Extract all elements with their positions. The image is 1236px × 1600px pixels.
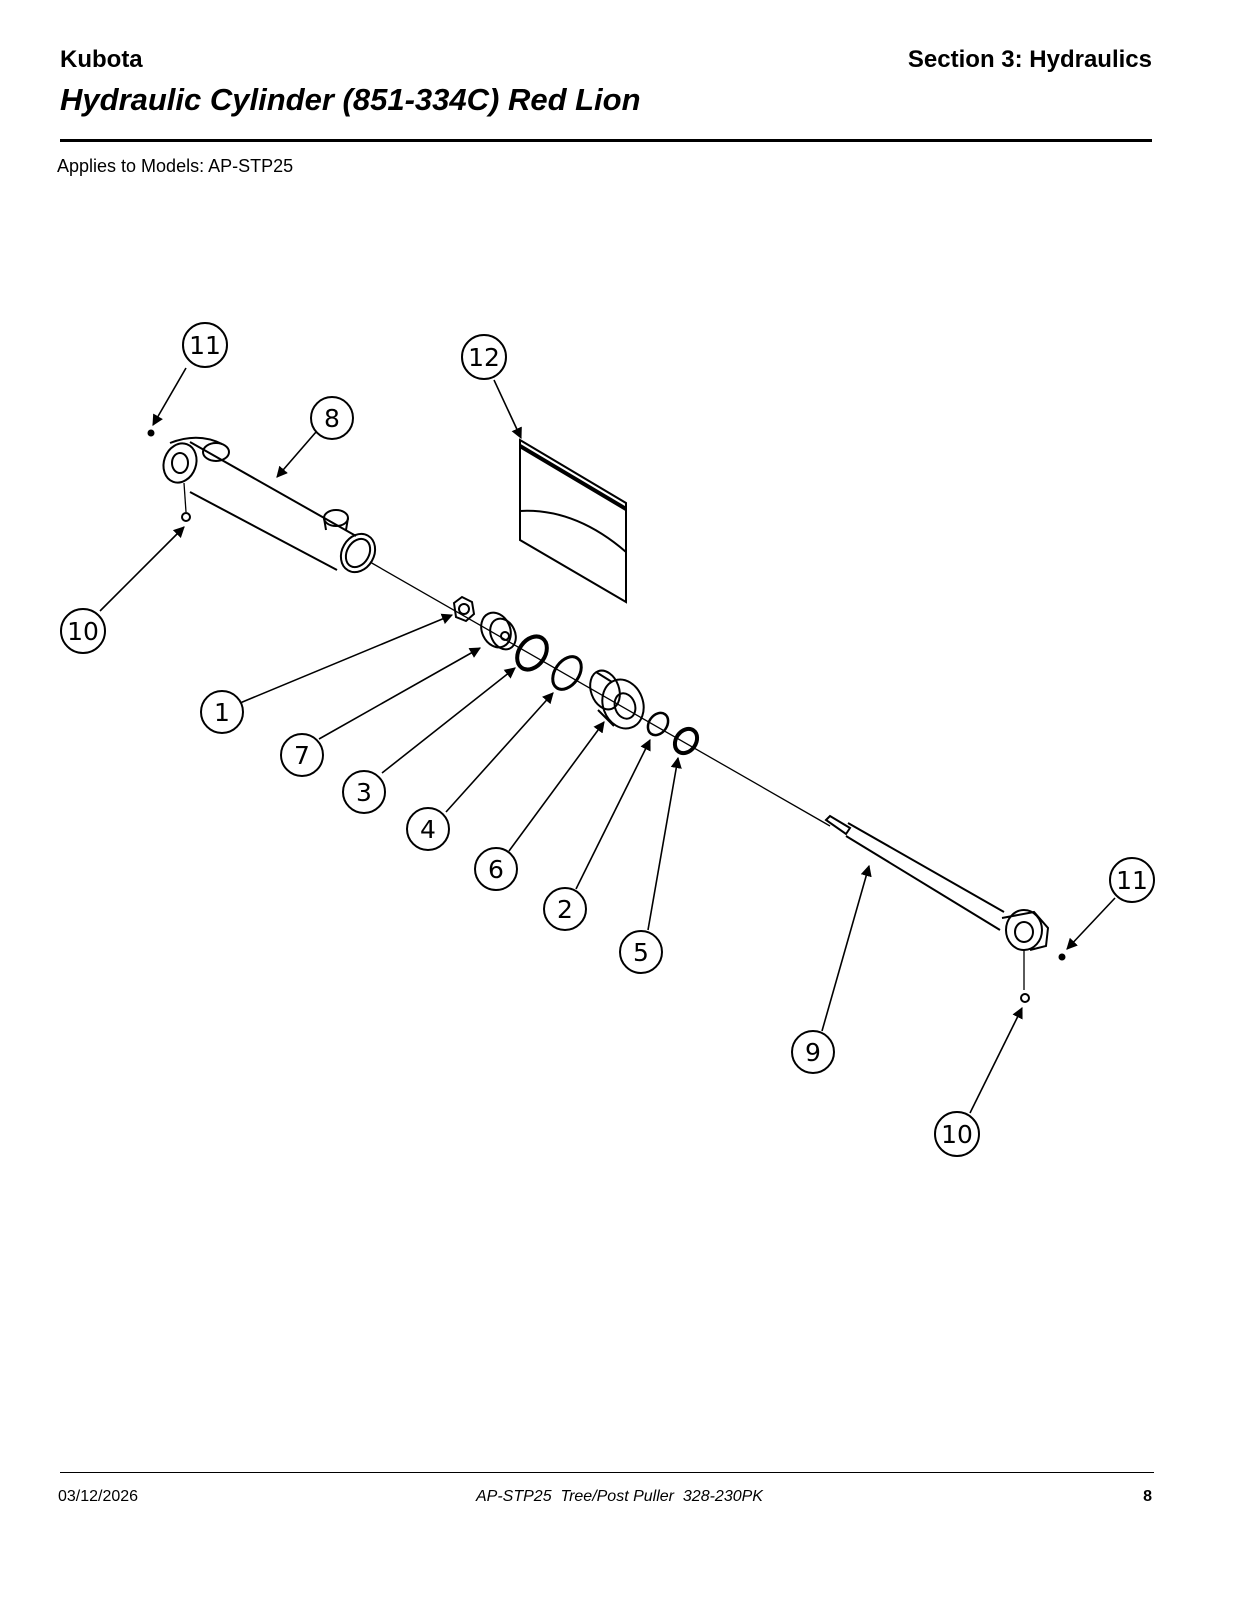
svg-text:11: 11 (1116, 866, 1148, 895)
callout-7: 7 (280, 733, 324, 777)
leader-12 (493, 379, 522, 440)
svg-text:6: 6 (488, 855, 504, 884)
leader-6 (508, 721, 605, 852)
svg-text:8: 8 (324, 404, 340, 433)
leader-9 (821, 864, 872, 1032)
svg-text:1: 1 (214, 698, 230, 727)
part-7-piston (480, 611, 517, 651)
footer-rule (60, 1472, 1154, 1473)
leader-10-right (969, 1006, 1023, 1114)
callout-10-left: 10 (60, 608, 106, 654)
footer-date: 03/12/2026 (58, 1488, 139, 1505)
svg-text:3: 3 (356, 778, 372, 807)
part-5-wiper (672, 726, 700, 756)
svg-text:10: 10 (67, 617, 99, 646)
callout-8: 8 (310, 396, 354, 440)
brand-name: Kubota (60, 46, 143, 73)
callout-12: 12 (461, 334, 507, 380)
leader-2 (575, 738, 651, 890)
part-9-rod (824, 814, 1066, 1003)
part-3-seal (515, 634, 549, 672)
svg-text:11: 11 (189, 331, 221, 360)
part-12-decal (518, 438, 628, 604)
leader-8 (276, 431, 317, 478)
assembly-centerline (369, 561, 831, 827)
leader-4 (445, 692, 554, 813)
page-number: 8 (1143, 1488, 1152, 1505)
callout-6: 6 (474, 847, 518, 891)
svg-text:5: 5 (633, 938, 649, 967)
footer-document-title: AP-STP25 Tree/Post Puller 328-230PK (476, 1488, 763, 1505)
svg-text:7: 7 (294, 741, 310, 770)
page-title: Hydraulic Cylinder (851-334C) Red Lion (60, 82, 641, 117)
leader-3 (381, 667, 516, 774)
svg-text:2: 2 (557, 895, 573, 924)
callout-5: 5 (619, 930, 663, 974)
section-title: Section 3: Hydraulics (907, 46, 1152, 73)
svg-text:12: 12 (468, 343, 500, 372)
leader-11-top (152, 367, 187, 426)
callout-1: 1 (200, 690, 244, 734)
part-8-cylinder-barrel (147, 429, 377, 574)
callout-10-right: 10 (934, 1111, 980, 1157)
callout-11-right: 11 (1109, 857, 1155, 903)
leader-1 (239, 613, 454, 704)
svg-text:10: 10 (941, 1120, 973, 1149)
leader-5 (647, 756, 682, 931)
svg-text:4: 4 (420, 815, 436, 844)
leader-10-left (99, 526, 185, 612)
part-1-nut (452, 595, 476, 623)
part-2-o-ring (646, 711, 670, 737)
svg-text:9: 9 (805, 1038, 821, 1067)
leader-11-right (1066, 897, 1116, 950)
part-4-o-ring (551, 655, 583, 691)
callout-3: 3 (342, 770, 386, 814)
part-6-gland (589, 669, 645, 730)
leader-7 (318, 647, 481, 740)
callout-4: 4 (406, 807, 450, 851)
callout-2: 2 (543, 887, 587, 931)
callout-11-top: 11 (182, 322, 228, 368)
applies-to-models: Applies to Models: AP-STP25 (57, 156, 294, 176)
header-rule (60, 139, 1152, 142)
callout-9: 9 (791, 1030, 835, 1074)
